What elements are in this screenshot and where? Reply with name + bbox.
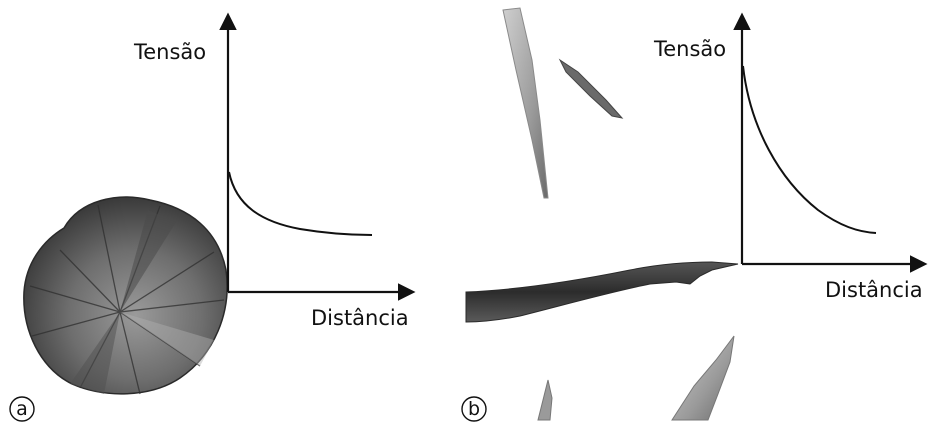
panel-b: Tensão Distância b (462, 8, 924, 421)
disc-specimen-photo (24, 197, 227, 394)
crack-specimen-photo (466, 8, 738, 420)
panel-a: Tensão Distância a (10, 16, 412, 421)
x-axis-label: Distância (311, 306, 409, 330)
x-axis-label: Distância (825, 278, 923, 302)
y-axis-label: Tensão (653, 37, 726, 61)
panel-letter: a (16, 398, 28, 420)
y-axis-label: Tensão (133, 40, 206, 64)
stress-curve (229, 172, 372, 235)
stress-curve (743, 66, 876, 233)
panel-letter: b (468, 398, 480, 420)
